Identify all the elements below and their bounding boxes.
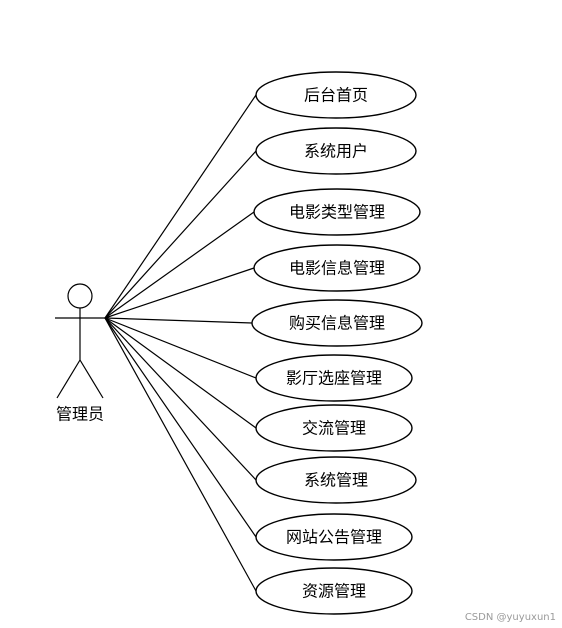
use-case[interactable]: 影厅选座管理 xyxy=(255,354,413,402)
use-case-ellipse xyxy=(251,299,423,347)
use-case-label: 网站公告管理 xyxy=(286,528,382,547)
use-case[interactable]: 电影类型管理 xyxy=(253,188,421,236)
use-case-ellipse xyxy=(255,513,413,561)
use-case-label: 系统用户 xyxy=(304,142,368,161)
watermark: CSDN @yuyuxun1 xyxy=(465,612,556,623)
association-line xyxy=(104,150,257,319)
association-line xyxy=(104,211,255,319)
use-case-label: 后台首页 xyxy=(304,86,368,105)
actor-right-leg xyxy=(79,359,104,399)
association-lines xyxy=(104,94,257,592)
use-case[interactable]: 购买信息管理 xyxy=(251,299,423,347)
use-case-ellipse xyxy=(255,404,413,452)
use-case[interactable]: 系统用户 xyxy=(255,127,417,175)
use-case-label: 交流管理 xyxy=(302,419,366,438)
use-case[interactable]: 资源管理 xyxy=(255,567,413,615)
use-case[interactable]: 后台首页 xyxy=(255,71,417,119)
use-case-ellipse xyxy=(255,354,413,402)
use-case-ellipse xyxy=(255,567,413,615)
association-line xyxy=(104,317,253,324)
actor-left-leg xyxy=(56,359,81,399)
use-case[interactable]: 系统管理 xyxy=(255,456,417,504)
association-line xyxy=(104,94,257,319)
association-line xyxy=(104,267,255,319)
association-line xyxy=(104,317,257,592)
use-case-ellipse xyxy=(255,456,417,504)
use-case[interactable]: 网站公告管理 xyxy=(255,513,413,561)
association-line xyxy=(104,317,257,481)
use-case-ellipse xyxy=(253,188,421,236)
use-case-ellipse xyxy=(255,71,417,119)
actor-head xyxy=(67,283,93,309)
use-case-ellipse xyxy=(255,127,417,175)
use-case-label: 系统管理 xyxy=(304,471,368,490)
use-case[interactable]: 交流管理 xyxy=(255,404,413,452)
use-case[interactable]: 电影信息管理 xyxy=(253,244,421,292)
association-line xyxy=(104,317,257,429)
actor-admin: 管理员 xyxy=(55,283,105,424)
use-case-label: 电影信息管理 xyxy=(289,259,385,278)
use-case-ellipse xyxy=(253,244,421,292)
use-case-label: 购买信息管理 xyxy=(289,314,385,333)
association-line xyxy=(104,317,257,538)
use-case-label: 电影类型管理 xyxy=(289,203,385,222)
actor-label: 管理员 xyxy=(56,405,104,424)
use-case-label: 影厅选座管理 xyxy=(286,369,382,388)
association-line xyxy=(104,317,257,379)
use-case-list: 后台首页 系统用户 电影类型管理 电影信息管理 购买信息管理 影厅选座管理 交流… xyxy=(251,71,423,615)
use-case-label: 资源管理 xyxy=(302,582,366,601)
